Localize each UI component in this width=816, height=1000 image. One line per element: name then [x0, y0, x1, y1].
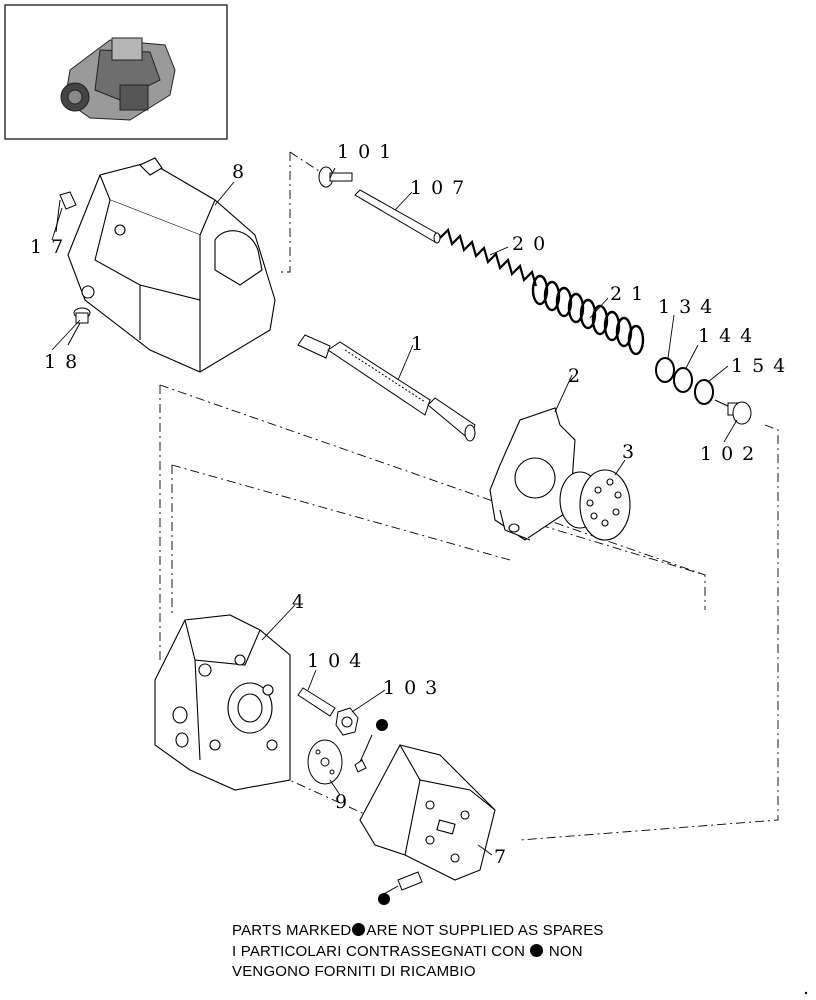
thumbnail-frame: [4, 4, 228, 140]
note-line-1-start: PARTS MARKED: [232, 922, 352, 939]
callout-103: 103: [383, 677, 446, 699]
callout-104: 104: [307, 650, 370, 672]
callout-102: 102: [700, 443, 763, 465]
corner-mark: [804, 991, 808, 995]
callout-3: 3: [622, 441, 643, 463]
note-line-1: PARTS MARKED ARE NOT SUPPLIED AS SPARES: [232, 922, 604, 939]
callout-20: 20: [512, 233, 554, 255]
part-144-ring: [673, 367, 693, 393]
part-8-housing: [67, 157, 276, 373]
callout-144: 144: [698, 325, 761, 347]
note-line-1-end: ARE NOT SUPPLIED AS SPARES: [366, 922, 604, 939]
part-101-piston: [318, 166, 353, 188]
part-17-plug: [55, 191, 77, 233]
assembled-pump-thumbnail: [60, 37, 176, 121]
part-1-shaft: [297, 334, 476, 442]
callout-101: 101: [337, 141, 400, 163]
callout-134: 134: [658, 296, 721, 318]
note-line-2-start: I PARTICOLARI CONTRASSEGNATI CON: [232, 943, 526, 960]
part-103-nut: [335, 707, 359, 736]
part-18-plug: [67, 307, 91, 346]
leader-lines: [51, 167, 738, 856]
callout-labels: 8 17 18 101 107 20 21 134 144 154 102 1 …: [30, 141, 794, 868]
note-line-3: VENGONO FORNITI DI RICAMBIO: [232, 963, 476, 980]
callout-7: 7: [494, 846, 515, 868]
not-supplied-markers: [376, 719, 390, 905]
note-line-2-end: NON: [548, 943, 583, 960]
part-7-control-housing: [359, 744, 496, 881]
not-supplied-dot-icon: [376, 719, 388, 731]
note-line-3-text: VENGONO FORNITI DI RICAMBIO: [232, 963, 476, 980]
part-154-ring: [694, 379, 714, 405]
part-2-swash-plate: [489, 407, 576, 541]
part-9-flange: [307, 739, 343, 785]
callout-21: 21: [610, 283, 652, 305]
part-134-ring: [655, 357, 675, 383]
callout-8: 8: [232, 161, 253, 183]
filled-circle-icon: [352, 923, 366, 936]
unsupplied-screws: [354, 734, 423, 896]
part-102-plug: [714, 399, 752, 425]
part-104-stud: [297, 687, 336, 717]
callout-107: 107: [410, 177, 473, 199]
part-4-end-cover: [154, 614, 291, 791]
callout-2: 2: [568, 365, 589, 387]
callout-154: 154: [731, 355, 794, 377]
callout-4: 4: [292, 591, 313, 613]
callout-17: 17: [30, 236, 72, 258]
part-3-cylinder-block: [559, 469, 631, 541]
filled-circle-icon: [530, 944, 544, 957]
not-supplied-dot-icon: [378, 893, 390, 905]
note-line-2: I PARTICOLARI CONTRASSEGNATI CON NON: [232, 943, 583, 960]
callout-1: 1: [411, 333, 432, 355]
callout-18: 18: [44, 351, 86, 373]
callout-9: 9: [335, 791, 356, 813]
part-20-inner-spring: [439, 227, 538, 287]
part-21-outer-spring: [531, 274, 645, 356]
